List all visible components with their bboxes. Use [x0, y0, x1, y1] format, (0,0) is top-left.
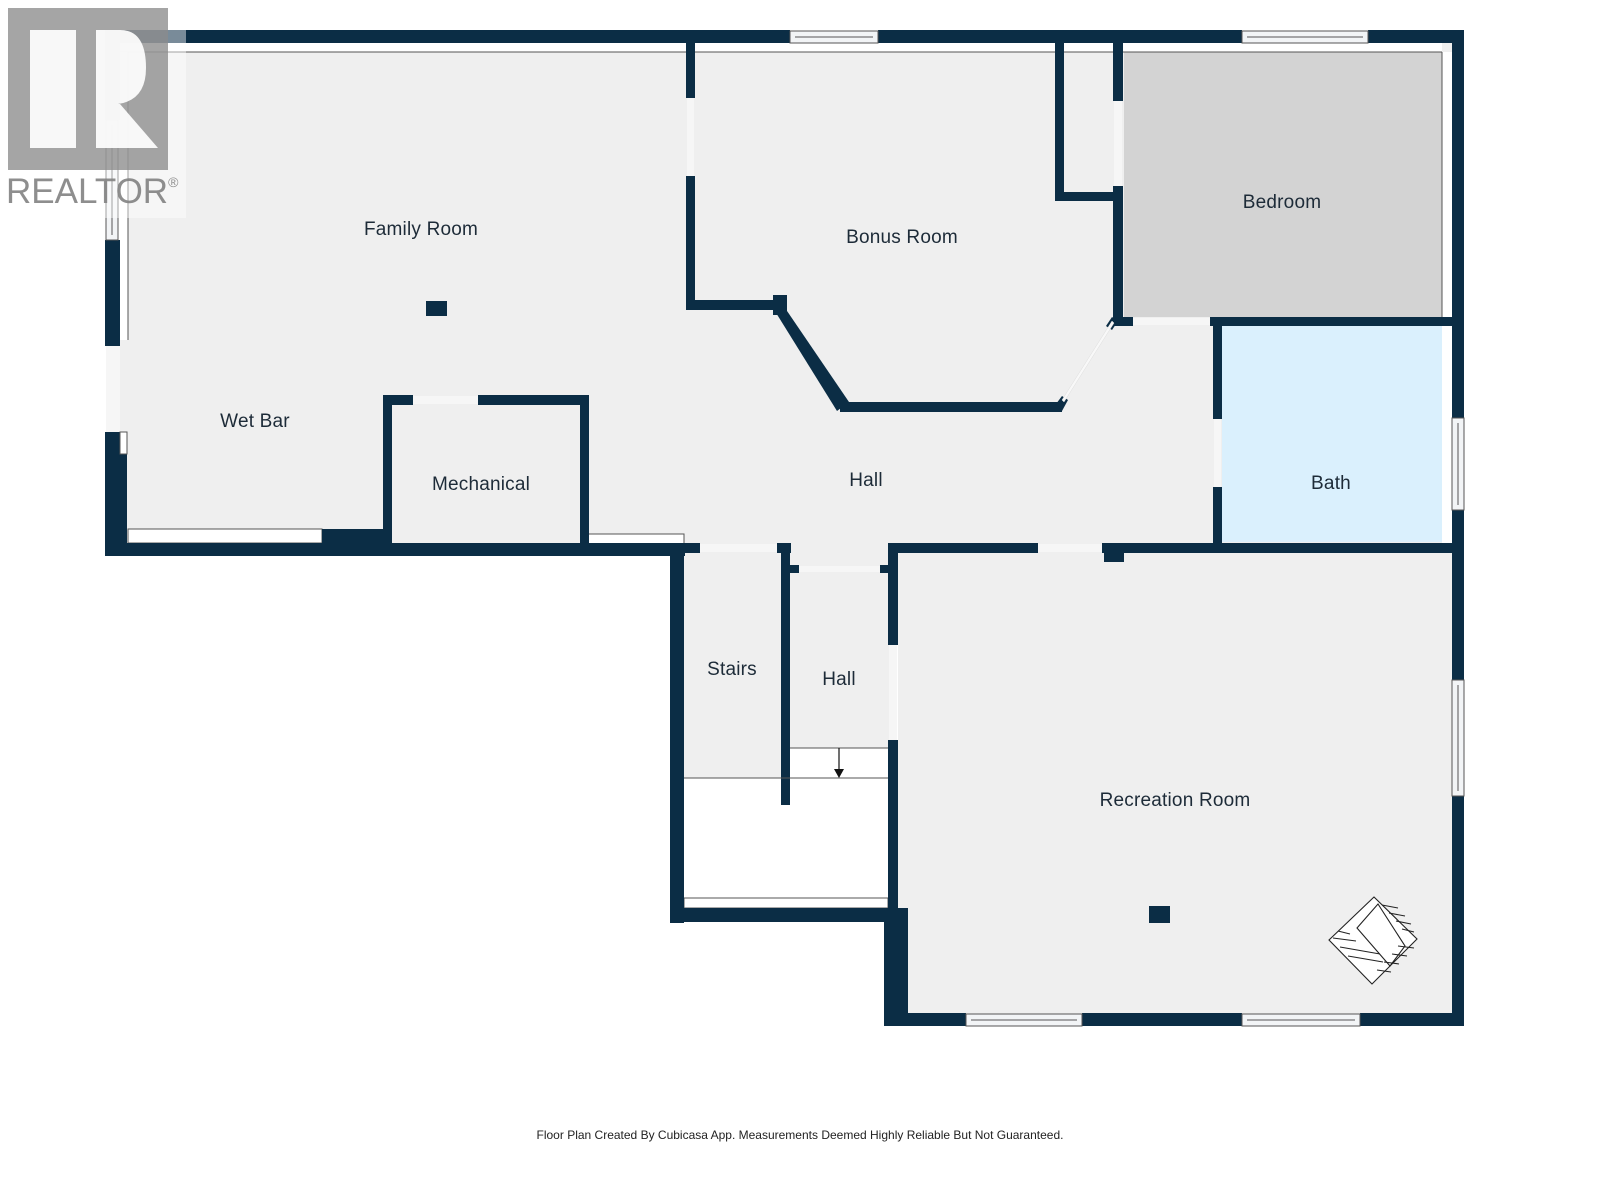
realtor-watermark: REALTOR®: [0, 0, 186, 218]
room-label-bonus-room: Bonus Room: [846, 227, 958, 248]
room-label-hall-lower: Hall: [822, 669, 856, 690]
wall-bedroom-bottom: [1210, 317, 1464, 326]
registered-mark: ®: [168, 174, 179, 190]
opening-rec-side: [889, 645, 897, 740]
wall-exterior-right: [1452, 30, 1464, 418]
wall-stairs-top: [680, 543, 700, 553]
wall-bonus-bottom: [840, 402, 1062, 412]
room-label-wet-bar: Wet Bar: [220, 411, 290, 432]
wall-trim: [1442, 52, 1452, 548]
wall-lower-hall-stub: [781, 565, 799, 573]
wall-exterior-top: [108, 30, 790, 43]
rec-room-floor: [898, 552, 1452, 1016]
wall-bonus-left: [686, 43, 695, 98]
wall-exterior-left: [105, 432, 127, 556]
counter-hall: [587, 533, 685, 545]
wall-exterior-bottom-rec: [1082, 1013, 1242, 1026]
wall-closet-bottom: [1055, 192, 1120, 201]
bath-floor: [1222, 326, 1442, 542]
realtor-brand-text: REALTOR: [6, 172, 169, 211]
wall-stairs-divider: [781, 543, 790, 805]
door-stairs: [700, 544, 777, 552]
wall-trim: [120, 52, 128, 340]
wall-exterior-bottom-stairs: [670, 908, 898, 922]
footer-disclaimer: Floor Plan Created By Cubicasa App. Meas…: [536, 1128, 1064, 1142]
wall-mechanical-top: [383, 395, 413, 405]
wall-bath-left: [1213, 487, 1222, 553]
wall-lower-hall-stub: [880, 565, 892, 573]
fireplace-icon: [1328, 896, 1418, 985]
door-openings: [106, 98, 1221, 740]
room-label-bedroom: Bedroom: [1242, 192, 1322, 213]
room-label-recreation-room: Recreation Room: [1099, 790, 1251, 811]
counter-wet-bar: [127, 528, 323, 544]
wall-rec-top-post: [1104, 548, 1124, 562]
wall-bonus-left: [686, 176, 695, 310]
door-bonus-diagonal: [1061, 320, 1115, 403]
room-label-hall-main: Hall: [849, 470, 883, 491]
wall-trim: [120, 43, 1442, 52]
door-bedroom: [1133, 318, 1210, 325]
room-label-family-room: Family Room: [363, 219, 479, 240]
wall-exterior-bottom-rec: [1360, 1013, 1464, 1026]
room-label-bath: Bath: [1311, 473, 1351, 494]
opening-wet-bar: [106, 346, 120, 432]
wall-rec-left-thick: [884, 908, 908, 1026]
wall-exterior-left-lower: [670, 543, 684, 923]
wall-exterior-right: [1452, 796, 1464, 1026]
room-label-mechanical: Mechanical: [431, 474, 531, 495]
wall-bonus-diagonal: [773, 308, 849, 411]
wall-wet-bar-block: [322, 529, 388, 545]
wall-exterior-top: [1368, 30, 1464, 43]
wall-exterior-top: [878, 30, 1242, 43]
column-family-room: [426, 301, 447, 316]
wall-bedroom-bottom: [1113, 317, 1133, 326]
wall-bonus-right: [1113, 186, 1123, 326]
wall-bonus-right: [1113, 43, 1123, 101]
wall-bath-left: [1213, 317, 1222, 419]
realtor-r-glyph-icon: [30, 30, 158, 148]
realtor-wordmark: REALTOR®: [6, 172, 178, 212]
door-bonus: [687, 98, 694, 176]
door-rec: [1038, 544, 1102, 552]
wall-exterior-right: [1452, 510, 1464, 680]
wall-mechanical-top: [478, 395, 589, 405]
wall-rec-top: [1102, 543, 1464, 553]
stair-bottom-step: [683, 897, 889, 909]
wall-rec-top: [888, 543, 1038, 553]
column-recreation-room: [1149, 906, 1170, 923]
wall-mechanical-right: [580, 395, 589, 553]
wall-closet-left: [1055, 43, 1064, 201]
door-lower-hall: [799, 566, 880, 572]
floor-areas: [120, 43, 1452, 1016]
wall-exterior-bottom: [105, 543, 685, 556]
wall-bonus-bottom-left: [686, 300, 778, 310]
wall-exterior-left: [105, 240, 120, 346]
stair-direction-arrow-icon: [834, 748, 844, 778]
wall-rec-left: [888, 740, 898, 920]
door-closet: [1114, 101, 1122, 186]
realtor-logo-icon: [8, 8, 168, 170]
room-label-stairs: Stairs: [707, 659, 757, 680]
wall-mechanical-left: [383, 395, 392, 553]
left-wall-trim: [119, 431, 128, 455]
wall-exterior-bottom-rec: [884, 1013, 966, 1026]
door-bath: [1214, 419, 1221, 487]
bedroom-floor: [1124, 52, 1442, 317]
door-mechanical: [413, 396, 478, 404]
wall-rec-left: [888, 543, 898, 645]
